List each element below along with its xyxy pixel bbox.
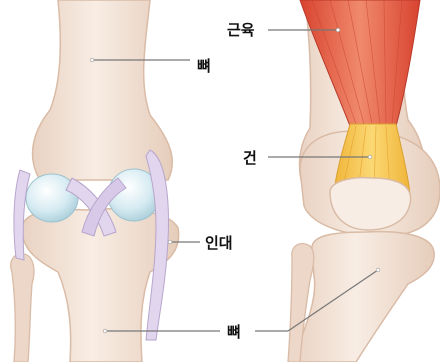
marker-ligament	[168, 240, 172, 244]
marker-bone-bottom-left	[103, 329, 107, 333]
label-bone-bottom: 뼈	[227, 323, 241, 341]
patella	[330, 178, 411, 230]
right-knee-side-view	[288, 0, 440, 362]
label-tendon: 건	[243, 149, 257, 167]
left-knee-front-view	[11, 0, 179, 362]
marker-muscle	[336, 28, 340, 32]
label-ligament: 인대	[205, 234, 233, 252]
marker-tendon	[368, 155, 372, 159]
fibula	[11, 254, 34, 362]
label-muscle: 근육	[227, 21, 255, 39]
marker-bone-bottom-right	[376, 268, 380, 272]
marker-bone-top	[90, 58, 94, 62]
label-bone-top: 뼈	[197, 57, 211, 75]
